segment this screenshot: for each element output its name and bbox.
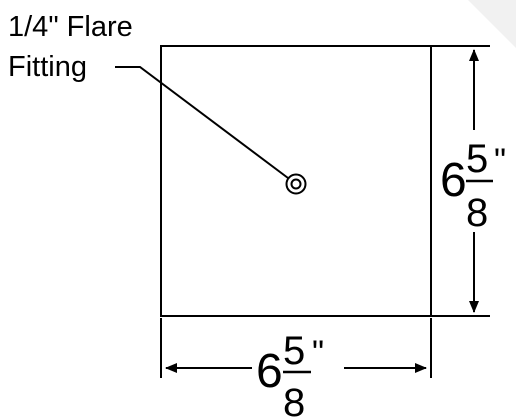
panel-outline — [160, 45, 432, 317]
width-dimension-whole: 6 — [256, 345, 283, 398]
callout-label-line2: Fitting — [8, 51, 87, 83]
width-dimension-unit: " — [312, 334, 324, 372]
flare-fitting-inner-circle — [290, 178, 302, 190]
height-dimension-whole: 6 — [440, 154, 467, 207]
corner-decoration — [468, 0, 516, 48]
height-dimension-unit: " — [494, 142, 506, 180]
height-dimension-label: 6 5 8 " — [440, 137, 506, 235]
width-dimension-label: 6 5 8 " — [256, 329, 324, 418]
callout-label-line1: 1/4" Flare — [8, 11, 133, 43]
height-dimension-numerator: 5 — [466, 137, 488, 181]
width-dimension-denominator: 8 — [283, 381, 305, 418]
callout-leader-line — [115, 66, 289, 179]
flare-fitting-outer-circle — [285, 173, 307, 195]
height-dimension-denominator: 8 — [466, 191, 488, 235]
width-dimension-numerator: 5 — [283, 329, 305, 373]
